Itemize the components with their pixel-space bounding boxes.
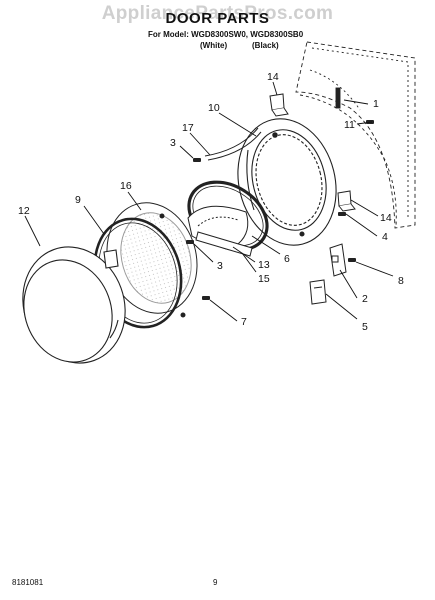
- callout-part-14-upper: 14: [267, 71, 279, 83]
- model-line: For Model: WGD8300SW0, WGD8300SB0: [148, 30, 304, 39]
- page-title: DOOR PARTS: [165, 10, 270, 27]
- callout-part-1: 1: [373, 98, 379, 110]
- screw-part-8: [348, 258, 356, 262]
- door-strike: [329, 243, 347, 277]
- outer-door: [22, 246, 126, 364]
- screw-part-3-upper: [193, 158, 201, 162]
- panel-slot: [335, 87, 341, 109]
- callout-part-14-lower: 14: [380, 212, 392, 224]
- inner-door-bowl: [106, 202, 198, 318]
- callout-part-13: 13: [258, 259, 270, 271]
- cabinet-front-panel: [295, 41, 416, 229]
- variant-white-label: (White): [200, 41, 228, 50]
- callout-part-3-upper: 3: [170, 137, 176, 149]
- callout-part-7: 7: [241, 316, 247, 328]
- screw-part-3-lower: [186, 240, 194, 244]
- callout-part-10: 10: [208, 102, 220, 114]
- document-number: 8181081: [12, 578, 44, 587]
- hinge-bracket-lower: [337, 190, 356, 212]
- callout-part-6: 6: [284, 253, 290, 265]
- callout-part-5: 5: [362, 321, 368, 333]
- callout-part-16: 16: [120, 180, 132, 192]
- screw-part-7: [202, 296, 210, 300]
- screw-part-4: [338, 212, 346, 216]
- callout-part-4: 4: [382, 231, 388, 243]
- variant-black-label: (Black): [252, 41, 279, 50]
- callout-part-15: 15: [258, 273, 270, 285]
- callout-part-12: 12: [18, 205, 30, 217]
- gasket-strip: [204, 127, 262, 161]
- callout-part-11: 11: [344, 119, 355, 131]
- callout-part-2: 2: [362, 293, 368, 305]
- page-number: 9: [213, 578, 218, 587]
- callout-part-8: 8: [398, 275, 404, 287]
- inner-door-frame: [237, 118, 337, 246]
- hinge-bracket-upper: [269, 93, 289, 117]
- latch-cover: [309, 279, 327, 305]
- watermark: AppliancePartsPros.com: [101, 3, 334, 24]
- callout-part-9: 9: [75, 194, 81, 206]
- callout-part-17: 17: [182, 122, 194, 134]
- leader-lines: [24, 81, 394, 322]
- callout-part-3-lower: 3: [217, 260, 223, 272]
